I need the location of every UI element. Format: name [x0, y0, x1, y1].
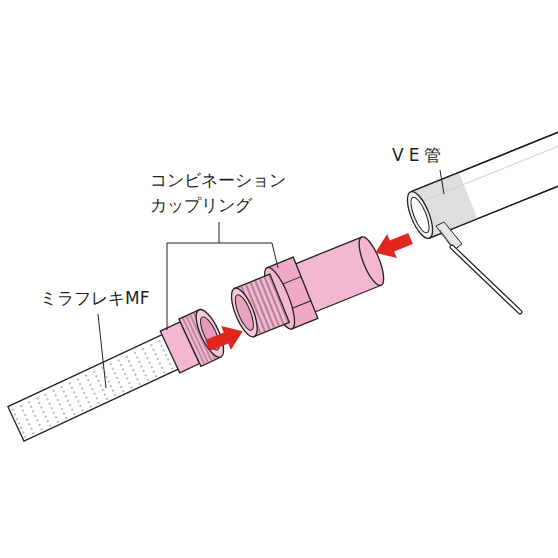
part-label: コンビネーション カップリング	[150, 168, 300, 217]
ve-pipe	[402, 109, 558, 241]
flexible-conduit	[5, 306, 229, 447]
part-label: ミラフレキMF	[40, 286, 180, 311]
label-wrap: VE管	[392, 143, 482, 168]
insert-arrow	[370, 226, 415, 264]
label-wrap: ミラフレキMF	[40, 286, 180, 311]
combination-coupling	[224, 228, 392, 347]
leader-lines	[98, 170, 444, 388]
leader-line	[440, 170, 444, 194]
bracket-leader	[167, 222, 278, 330]
part-label: VE管	[392, 143, 482, 168]
insert-arrow	[203, 319, 248, 357]
label-wrap: コンビネーション カップリング	[150, 168, 300, 217]
adhesive-brush	[436, 222, 520, 312]
leader-line	[98, 314, 106, 388]
